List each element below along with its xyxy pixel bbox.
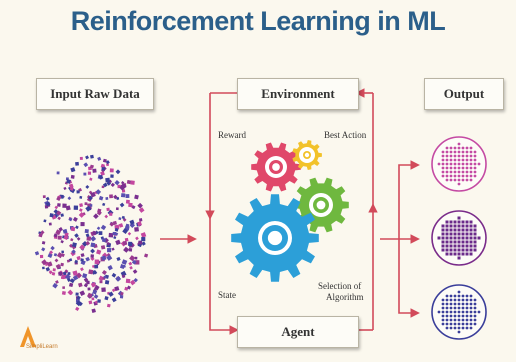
- environment-label: Environment: [261, 86, 335, 101]
- agent-box: Agent: [237, 316, 359, 348]
- input-raw-data-box: Input Raw Data: [36, 78, 154, 110]
- output-label: Output: [443, 86, 485, 101]
- brand-logo-text: SimpliLearn: [26, 344, 58, 350]
- environment-box: Environment: [237, 78, 359, 110]
- page-title: Reinforcement Learning in ML: [70, 6, 446, 36]
- reward-label: Reward: [218, 130, 246, 140]
- best-action-label: Best Action: [324, 130, 367, 140]
- selection-label: Selection of: [318, 281, 362, 291]
- raw-data-cluster: [34, 154, 149, 313]
- logo-icon: [20, 326, 36, 347]
- input-raw-data-label: Input Raw Data: [50, 86, 140, 101]
- agent-label: Agent: [281, 324, 315, 339]
- output-circles: [431, 136, 487, 340]
- state-label: State: [218, 290, 236, 300]
- flow-arrows: [160, 88, 420, 335]
- gear-icon: [231, 140, 349, 282]
- output-box: Output: [424, 78, 504, 110]
- algorithm-label: Algorithm: [326, 292, 364, 302]
